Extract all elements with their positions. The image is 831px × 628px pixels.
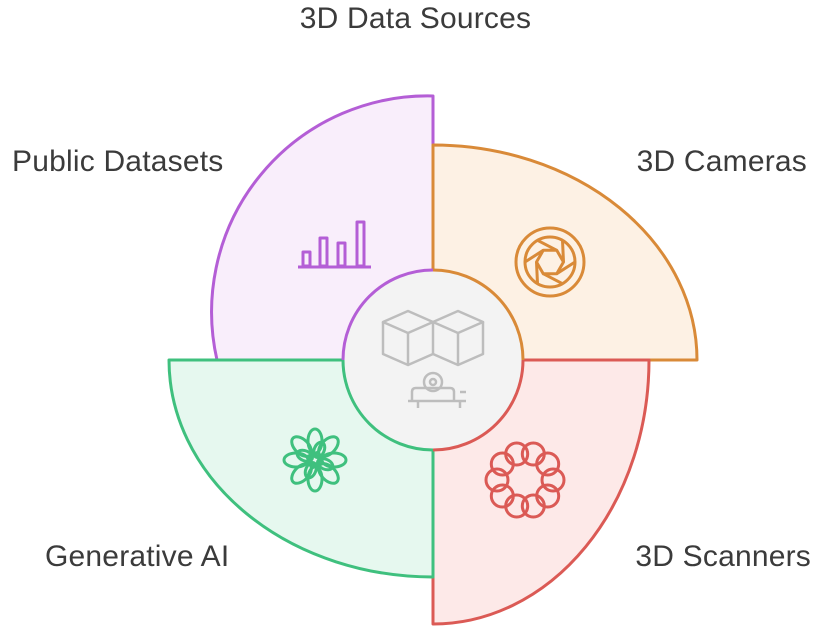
bar-chart-icon — [298, 220, 371, 269]
diagram-title: 3D Data Sources — [299, 2, 532, 35]
center-hub — [341, 268, 525, 452]
label-3d-scanners: 3D Scanners — [635, 540, 811, 573]
flower-icon — [282, 427, 348, 493]
center-circle — [343, 270, 523, 450]
center-ring-green — [341, 359, 434, 452]
center-ring-orange — [432, 268, 525, 361]
camera-aperture-icon — [514, 226, 586, 298]
label-public-datasets: Public Datasets — [12, 145, 224, 178]
center-ring-purple — [341, 268, 434, 361]
center-ring-red — [432, 359, 525, 452]
ring-pattern-icon — [484, 441, 566, 519]
cubes-and-scanner-icon — [381, 309, 485, 408]
label-generative-ai: Generative AI — [45, 540, 230, 573]
label-3d-cameras: 3D Cameras — [636, 145, 807, 178]
